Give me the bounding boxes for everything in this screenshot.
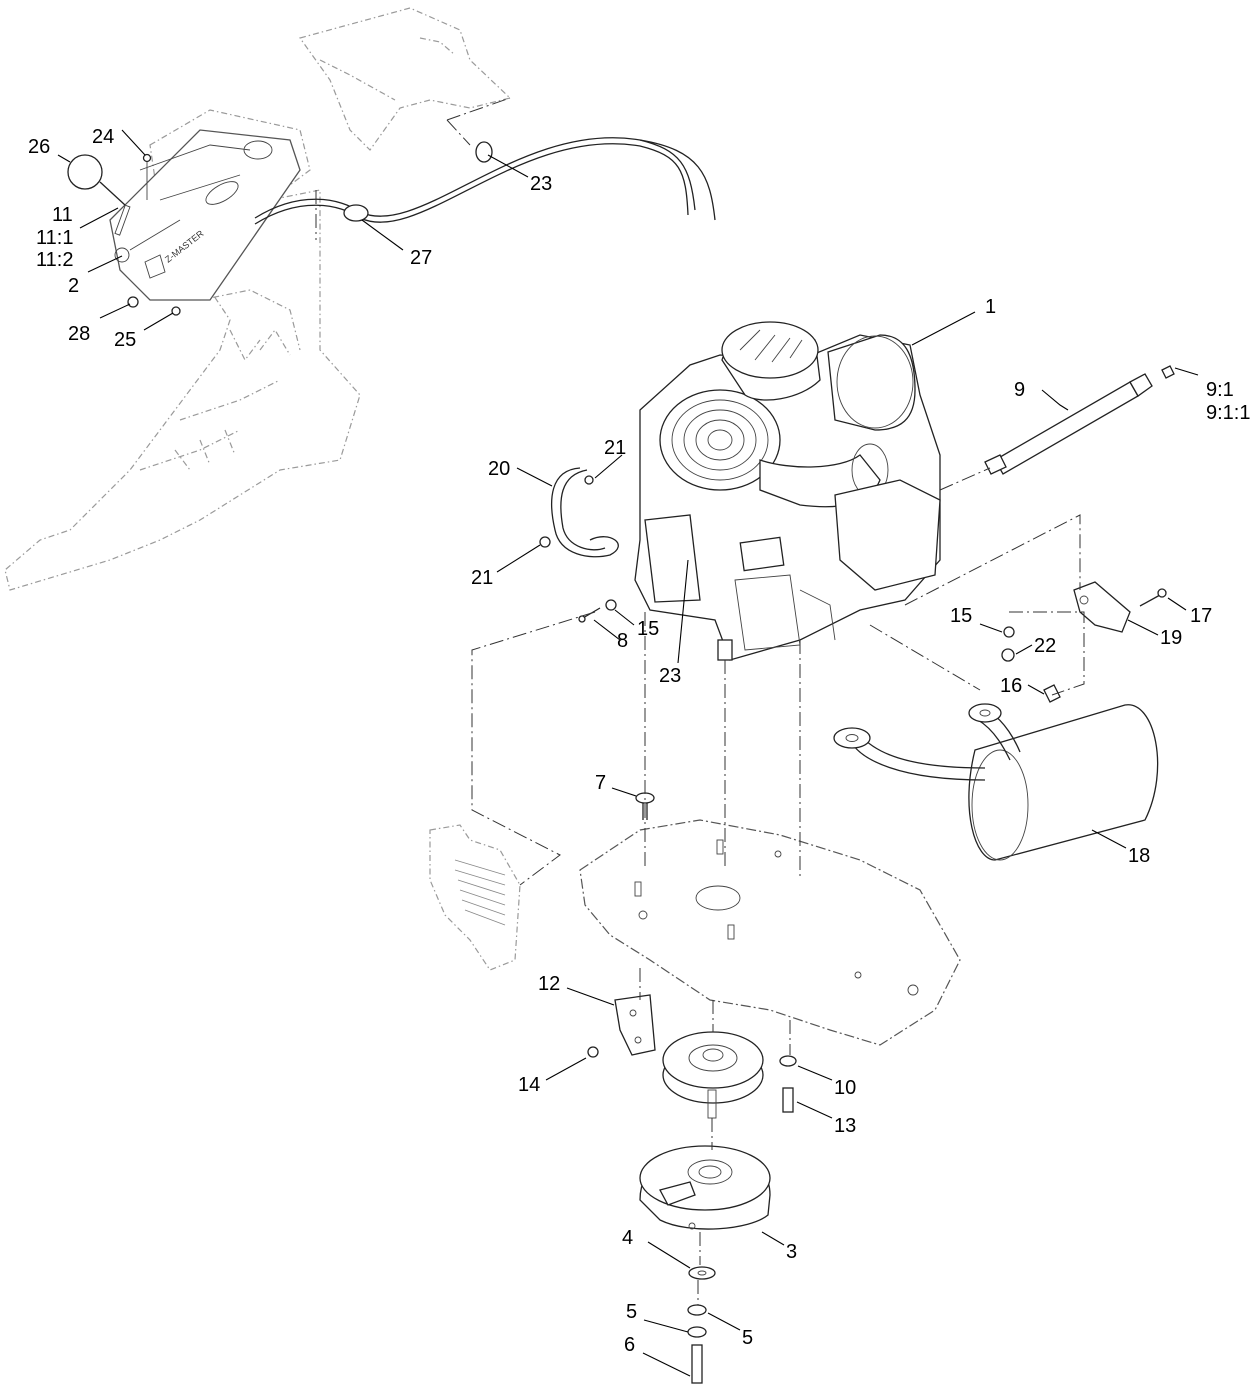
muffler [833, 703, 1159, 861]
callout-11-2: 11:2 [36, 249, 74, 271]
callout-27: 27 [410, 247, 433, 269]
washer-bolt-10-13 [779, 1055, 797, 1113]
throttle-knob [67, 154, 126, 206]
callout-10: 10 [834, 1077, 857, 1099]
callout-6: 6 [624, 1334, 636, 1356]
callout-21a: 21 [604, 437, 627, 459]
callout-11: 11 [52, 204, 73, 226]
callout-22: 22 [1034, 635, 1057, 657]
exhaust-extension-tube [984, 365, 1175, 475]
callout-2: 2 [68, 275, 80, 297]
callout-14: 14 [518, 1074, 541, 1096]
callout-12: 12 [538, 973, 561, 995]
callout-17: 17 [1190, 605, 1213, 627]
clutch-hardware [687, 1266, 716, 1384]
callout-1: 1 [985, 296, 997, 318]
fuel-line [539, 467, 619, 558]
throttle-cable [254, 137, 716, 225]
assembly-guides [315, 97, 1085, 1305]
callout-5a: 5 [626, 1301, 638, 1323]
small-bolt-24 [142, 153, 152, 200]
callout-16: 16 [1000, 675, 1023, 697]
callout-19: 19 [1160, 627, 1183, 649]
engine-deck [579, 819, 961, 1046]
callout-9-1: 9:1 [1206, 379, 1234, 401]
phantom-frame [4, 7, 512, 591]
callout-21b: 21 [471, 567, 494, 589]
callout-15a: 15 [637, 618, 660, 640]
callout-28: 28 [68, 323, 91, 345]
callout-26: 26 [28, 136, 51, 158]
callout-3: 3 [786, 1241, 798, 1263]
callout-13: 13 [834, 1115, 857, 1137]
engine-pulley [662, 1031, 764, 1119]
callout-9-1-1: 9:1:1 [1206, 402, 1251, 424]
callout-18: 18 [1128, 845, 1151, 867]
callout-24: 24 [92, 126, 115, 148]
engine [634, 321, 941, 661]
callout-15b: 15 [950, 605, 973, 627]
callout-7: 7 [595, 772, 607, 794]
side-shield [429, 824, 521, 971]
callout-23a: 23 [530, 173, 553, 195]
clutch-bracket [587, 994, 656, 1058]
callout-8: 8 [617, 630, 629, 652]
callout-11-1: 11:1 [36, 227, 74, 249]
muffler-bracket [1001, 581, 1167, 703]
callout-5b: 5 [742, 1327, 754, 1349]
callout-4: 4 [622, 1227, 634, 1249]
callout-9: 9 [1014, 379, 1026, 401]
control-console: Z-MASTER [109, 129, 301, 301]
pto-clutch [639, 1145, 771, 1230]
callout-20: 20 [488, 458, 511, 480]
callout-23b: 23 [659, 665, 682, 687]
engine-fasteners [578, 599, 617, 623]
callout-25: 25 [114, 329, 137, 351]
nuts-25-28 [127, 296, 181, 316]
leader-lines [57, 129, 1199, 1377]
